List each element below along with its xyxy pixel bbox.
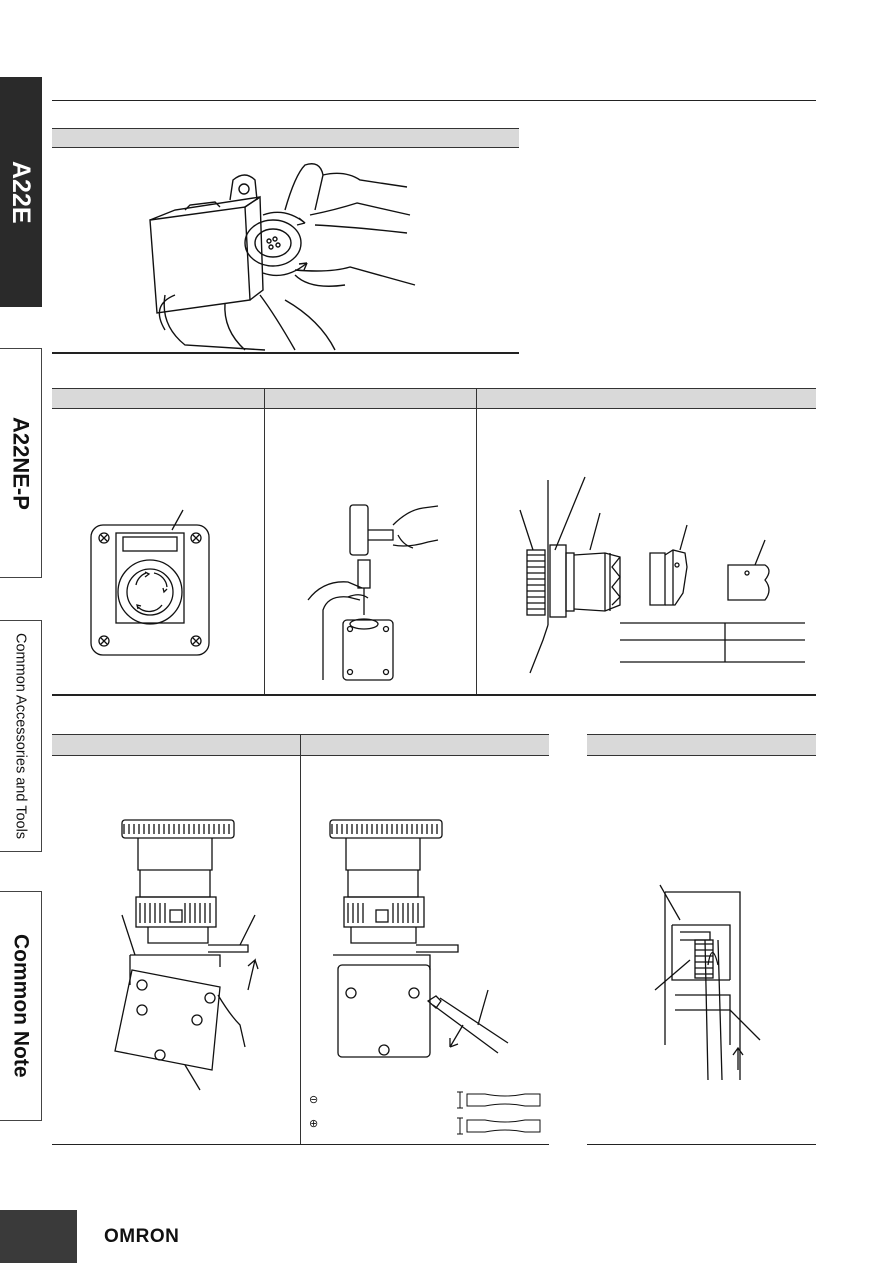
section1-header xyxy=(52,128,519,148)
section3-bottom-rule-left xyxy=(52,1144,549,1145)
side-tab-common-accessories[interactable]: Common Accessories and Tools xyxy=(0,620,42,852)
side-tab-common-note[interactable]: Common Note xyxy=(0,891,42,1121)
section3-header-right xyxy=(587,734,816,756)
side-tab-label: A22E xyxy=(7,160,35,224)
connector-hand-illustration xyxy=(149,163,416,351)
terminal-detail-illustration xyxy=(654,884,761,1081)
side-tab-label: A22NE-P xyxy=(8,416,34,510)
hammer-illustration xyxy=(307,504,439,681)
side-tab-label: Common Accessories and Tools xyxy=(12,632,29,840)
panel-parts-illustration xyxy=(519,476,805,674)
screwdriver-illustration xyxy=(329,819,509,1058)
section3-bottom-rule-right xyxy=(587,1144,816,1145)
side-tab-a22e[interactable]: A22E xyxy=(0,77,42,307)
section2-bottom-rule xyxy=(52,694,816,696)
section1-bottom-rule xyxy=(52,352,519,354)
section2-header xyxy=(52,388,816,409)
section2-divider-1 xyxy=(264,388,265,695)
omron-logo: OMRON xyxy=(104,1226,180,1247)
plus-symbol: ⊕ xyxy=(309,1118,319,1130)
minus-symbol: ⊖ xyxy=(309,1094,319,1106)
control-box-illustration xyxy=(90,509,210,656)
section2-divider-2 xyxy=(476,388,477,695)
side-tab-a22ne-p[interactable]: A22NE-P xyxy=(0,348,42,578)
section3-divider xyxy=(300,734,301,1144)
side-tab-label: Common Note xyxy=(9,934,33,1078)
screwdriver-tip-diagrams xyxy=(457,1091,541,1135)
page-number-box xyxy=(0,1210,77,1263)
top-rule xyxy=(52,100,816,101)
block-removal-illustration xyxy=(114,819,259,1091)
